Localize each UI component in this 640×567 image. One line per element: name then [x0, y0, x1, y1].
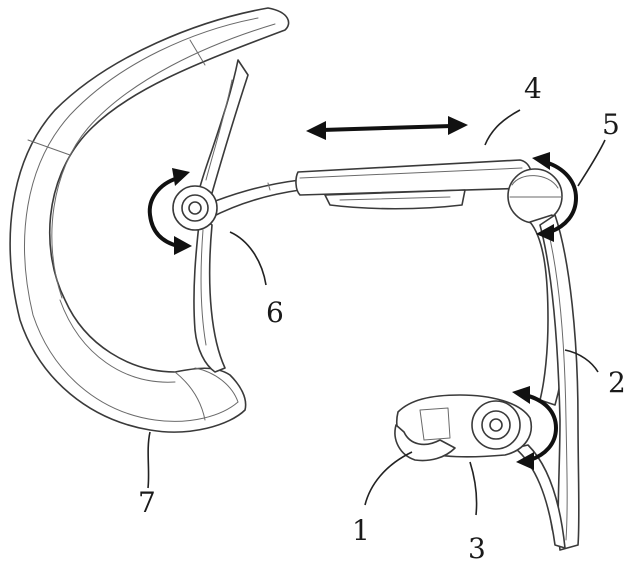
joint-5 [507, 168, 563, 224]
rotate-arrow-joint-6 [147, 168, 192, 255]
label-2: 2 [608, 366, 626, 399]
clamp [394, 394, 532, 462]
post [514, 214, 580, 551]
joint-6 [172, 185, 218, 231]
label-7: 7 [138, 486, 156, 519]
leader-lines [147, 109, 606, 516]
rotate-arrow-clamp [512, 386, 559, 470]
slide-arrow [306, 116, 468, 140]
label-6: 6 [266, 296, 284, 329]
arm [204, 159, 533, 219]
c-shaped-pad [9, 7, 290, 433]
label-4: 4 [524, 72, 542, 105]
label-3: 3 [468, 532, 486, 565]
rotate-arrow-joint-5 [532, 152, 579, 242]
label-5: 5 [602, 108, 620, 141]
label-1: 1 [352, 514, 370, 547]
